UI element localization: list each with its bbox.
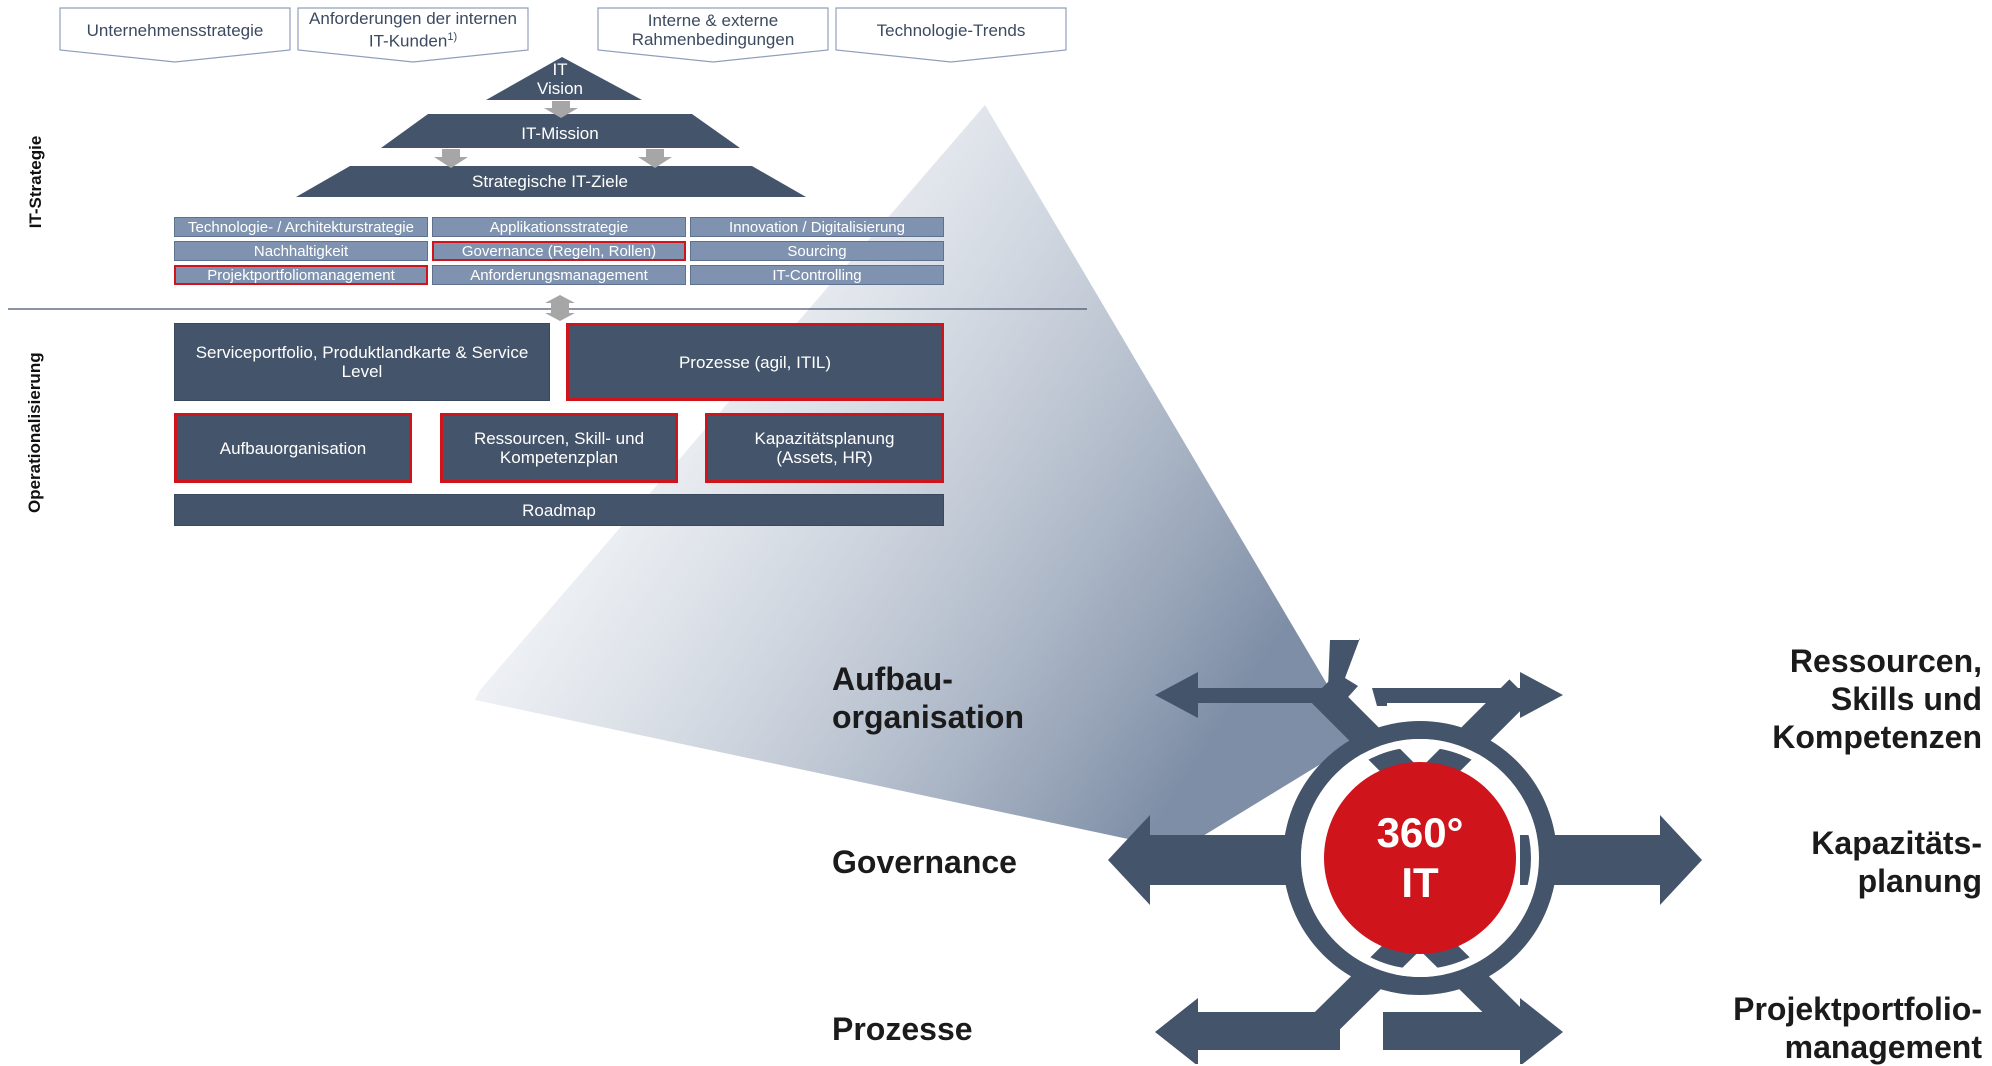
label-resources: Ressourcen, Skills und Kompetenzen <box>1660 642 1982 756</box>
box-sourcing: Sourcing <box>690 241 944 261</box>
box-application-strategy: Applikationsstrategie <box>432 217 686 237</box>
hub-label: 360° IT <box>1324 808 1516 908</box>
pyramid-arrows <box>434 101 672 168</box>
box-resources: Ressourcen, Skill- und Kompetenzplan <box>440 413 678 483</box>
input-internal-requirements-line2-wrap: IT-Kunden1) <box>369 28 457 51</box>
input-internal-requirements: Anforderungen der internen IT-Kunden1) <box>298 9 528 51</box>
input-conditions: Interne & externe Rahmenbedingungen <box>598 10 828 50</box>
hub-label-line1: 360° <box>1376 809 1464 856</box>
double-arrow <box>545 295 575 321</box>
it-strategy-side-label: IT-Strategie <box>26 135 45 229</box>
input-technology-trends-label: Technologie-Trends <box>876 20 1026 40</box>
input-internal-requirements-line2: IT-Kunden <box>368 31 448 51</box>
footnote-marker: 1) <box>447 31 458 44</box>
label-capacity-line1: Kapazitäts- <box>1811 825 1982 861</box>
hub-label-line2: IT <box>1401 859 1439 906</box>
box-service-portfolio: Serviceportfolio, Produktlandkarte & Ser… <box>174 323 550 401</box>
label-organization-line2: organisation <box>832 699 1025 735</box>
box-capacity-label: Kapazitätsplanung (Assets, HR) <box>754 429 895 467</box>
input-shapes <box>59 7 1067 63</box>
label-resources-line3: Kompetenzen <box>1772 719 1982 755</box>
box-it-controlling: IT-Controlling <box>690 265 944 285</box>
box-processes-label: Prozesse (agil, ITIL) <box>678 352 832 372</box>
label-resources-line1: Ressourcen, <box>1789 643 1982 679</box>
box-innovation: Innovation / Digitalisierung <box>690 217 944 237</box>
box-governance: Governance (Regeln, Rollen) <box>432 241 686 261</box>
label-capacity-line2: planung <box>1857 863 1982 899</box>
it-vision-line2: Vision <box>537 79 583 98</box>
strategic-goals-label: Strategische IT-Ziele <box>472 172 628 191</box>
it-vision-line1: IT <box>552 60 568 79</box>
input-business-strategy: Unternehmensstrategie <box>60 10 290 50</box>
box-roadmap: Roadmap <box>174 494 944 526</box>
box-sustainability: Nachhaltigkeit <box>174 241 428 261</box>
it-vision-label: IT Vision <box>510 60 610 98</box>
input-business-strategy-label: Unternehmensstrategie <box>86 20 264 40</box>
label-governance: Governance <box>832 844 1017 880</box>
box-organization: Aufbauorganisation <box>174 413 412 483</box>
label-capacity: Kapazitäts- planung <box>1660 824 1982 900</box>
box-technology-architecture: Technologie- / Architekturstrategie <box>174 217 428 237</box>
box-requirements-management: Anforderungsmanagement <box>432 265 686 285</box>
hub-arrows <box>1108 638 1702 1064</box>
hub-ring-gap <box>1301 739 1539 977</box>
box-roadmap-label: Roadmap <box>522 500 596 520</box>
label-processes: Prozesse <box>832 1011 973 1047</box>
hub-circle <box>1324 762 1516 954</box>
label-project-portfolio: Projektportfolio- management <box>1660 990 1982 1066</box>
label-project-portfolio-line1: Projektportfolio- <box>1733 991 1982 1027</box>
label-organization: Aufbau- organisation <box>832 660 1024 736</box>
input-technology-trends: Technologie-Trends <box>836 10 1066 50</box>
box-resources-label: Ressourcen, Skill- und Kompetenzplan <box>473 429 645 467</box>
box-service-portfolio-label: Serviceportfolio, Produktlandkarte & Ser… <box>195 343 529 381</box>
input-internal-requirements-line1: Anforderungen der internen <box>309 9 517 29</box>
input-conditions-line1: Interne & externe <box>647 11 779 30</box>
box-organization-label: Aufbauorganisation <box>219 438 367 458</box>
pyramid <box>296 57 806 197</box>
box-project-portfolio: Projektportfoliomanagement <box>174 265 428 285</box>
it-mission-label: IT-Mission <box>521 124 599 143</box>
label-resources-line2: Skills und <box>1830 681 1982 717</box>
operationalization-side-label: Operationalisierung <box>25 352 44 513</box>
label-project-portfolio-line2: management <box>1784 1029 1982 1065</box>
hub-ring <box>1283 721 1557 995</box>
label-organization-line1: Aufbau- <box>832 661 953 697</box>
input-conditions-line2: Rahmenbedingungen <box>631 30 795 49</box>
box-processes: Prozesse (agil, ITIL) <box>566 323 944 401</box>
box-capacity: Kapazitätsplanung (Assets, HR) <box>705 413 944 483</box>
